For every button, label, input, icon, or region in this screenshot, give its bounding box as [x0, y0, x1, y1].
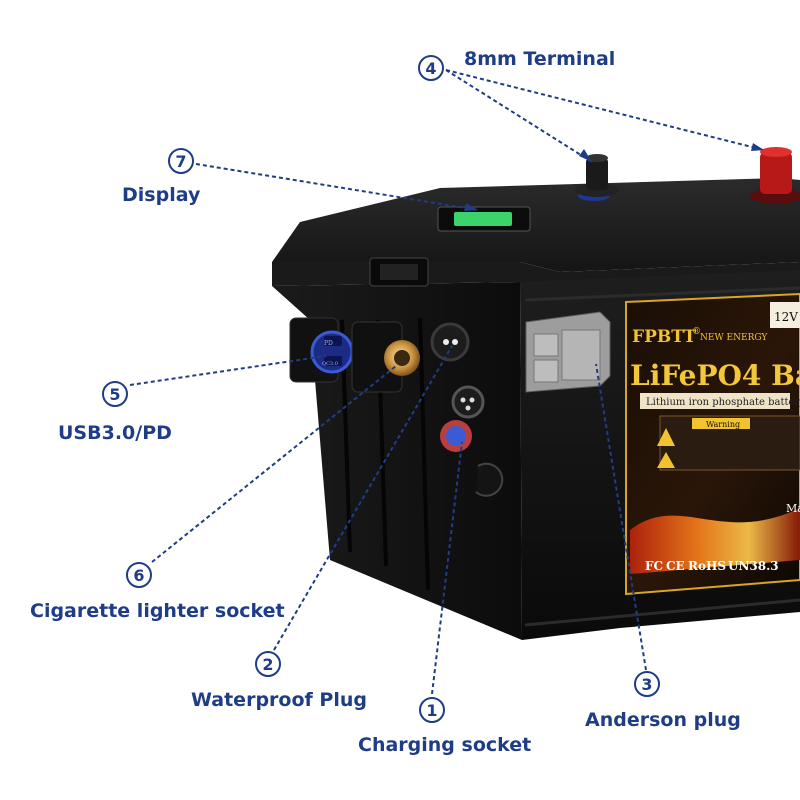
callout-number-lighter: 6	[126, 562, 152, 588]
label-brand: FPBTT	[632, 327, 696, 347]
leader-arrowheads	[464, 143, 764, 211]
cert-ce: CE	[666, 559, 685, 573]
anderson-plug	[525, 311, 611, 393]
callout-label-charging: Charging socket	[358, 734, 532, 756]
label-title: LiFePO4 Batter	[630, 359, 800, 392]
callout-number-anderson: 3	[634, 671, 660, 697]
cert-fc: FC	[645, 559, 663, 573]
callout-number-waterproof: 2	[255, 651, 281, 677]
leader-charging	[431, 441, 463, 695]
callout-label-anderson: Anderson plug	[585, 709, 741, 731]
callout-label-waterproof: Waterproof Plug	[191, 689, 367, 711]
front-ribs	[524, 286, 800, 627]
leader-lighter	[151, 365, 397, 563]
usb-qc-label: QC3.0	[322, 361, 338, 367]
label-voltage: 12V	[774, 310, 798, 324]
waterproof-plug	[430, 322, 470, 362]
usb-pd-label: PD	[324, 340, 333, 347]
negative-terminal	[575, 154, 619, 197]
battery-top-surface	[272, 178, 800, 272]
display-screen	[454, 212, 512, 226]
leader-display	[195, 163, 479, 211]
callout-label-usb: USB3.0/PD	[58, 422, 172, 444]
callout-label-display: Display	[122, 184, 201, 206]
callout-label-terminal: 8mm Terminal	[464, 48, 616, 70]
charging-socket	[440, 385, 504, 497]
label-cut-text: Ma	[786, 502, 800, 515]
callout-number-display: 7	[168, 148, 194, 174]
label-subtitle: Lithium iron phosphate battery	[646, 397, 800, 408]
callout-lines	[129, 69, 765, 695]
callout-number-usb: 5	[102, 381, 128, 407]
battery-label: FPBTT ® NEW ENERGY 12V LiFePO4 Batter Li…	[625, 292, 800, 596]
callout-number-terminal: 4	[418, 55, 444, 81]
label-brand-suffix: NEW ENERGY	[700, 333, 768, 343]
lighter-socket	[351, 321, 420, 393]
label-warning: Warning	[706, 420, 740, 429]
leader-anderson	[595, 363, 647, 671]
leader-terminal-pos	[445, 69, 765, 151]
positive-terminal	[750, 147, 800, 204]
label-registered: ®	[692, 327, 701, 337]
cert-rohs: RoHS	[688, 559, 726, 573]
callout-label-lighter: Cigarette lighter socket	[30, 600, 285, 622]
cert-un: UN38.3	[728, 559, 779, 573]
leader-usb	[129, 355, 327, 386]
callout-number-charging: 1	[419, 697, 445, 723]
leader-waterproof	[273, 345, 453, 651]
leader-terminal-neg	[445, 69, 593, 163]
